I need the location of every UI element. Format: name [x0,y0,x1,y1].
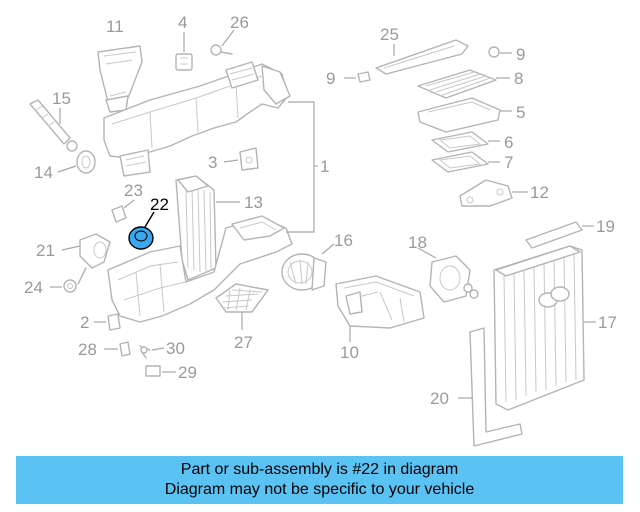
callout-9-left: 9 [326,69,335,88]
callout-17: 17 [598,313,617,332]
callout-18: 18 [408,233,427,252]
part-12-bracket [459,179,528,207]
callout-10: 10 [340,343,359,362]
callout-9-right: 9 [516,45,525,64]
part-23-clip [111,199,135,223]
callout-24: 24 [24,278,43,297]
part-1-housing-upper [103,61,291,177]
parts-diagram: 11 4 26 25 9 9 8 5 15 6 1 14 3 7 12 23 2… [24,13,617,447]
callout-26: 26 [230,13,249,32]
part-14-grommet [57,150,96,174]
callout-12: 12 [530,183,549,202]
part-10-module [335,275,425,342]
callout-28: 28 [78,340,97,359]
callout-7: 7 [504,153,513,172]
callout-29: 29 [178,363,197,382]
callout-13: 13 [244,193,263,212]
callout-6: 6 [504,133,513,152]
part-18-resistor [417,247,479,303]
part-20-bracket [458,327,523,447]
banner-line-part-number: Part or sub-assembly is #22 in diagram [180,461,459,478]
callout-21: 21 [36,241,55,260]
part-6-gasket [431,131,500,153]
part-2-clip [94,313,121,331]
part-11-duct [97,45,143,113]
part-8-filter [417,69,510,99]
part-3-bracket [223,147,259,171]
part-17-heater-core [493,245,596,411]
part-9-clips [344,46,512,83]
part-29-connector [145,365,176,377]
info-banner: Part or sub-assembly is #22 in diagram D… [16,456,623,504]
callout-27: 27 [234,333,253,352]
callout-15: 15 [52,89,71,108]
callout-16: 16 [334,231,353,250]
callout-14: 14 [34,163,53,182]
part-21-actuator [61,233,111,285]
part-19-seal [525,221,594,249]
part-27-grille [215,283,269,330]
part-16-blower [281,243,335,291]
part-30-screw [139,345,165,359]
callout-22-highlighted: 22 [150,195,169,214]
callout-labels: 11 4 26 25 9 9 8 5 15 6 1 14 3 7 12 23 2… [24,13,617,408]
callout-25: 25 [380,25,399,44]
callout-19: 19 [596,217,615,236]
callout-23: 23 [124,181,143,200]
callout-4: 4 [178,13,187,32]
callout-8: 8 [514,69,523,88]
part-7-gasket [431,151,500,173]
part-5-tray [417,97,512,133]
part-25-bar [375,39,469,75]
part-22-highlighted [128,211,155,250]
callout-3: 3 [208,153,217,172]
callout-1: 1 [320,157,329,176]
callout-5: 5 [516,103,525,122]
part-1-leader [286,101,318,233]
part-24-nut [50,279,77,293]
banner-line-disclaimer: Diagram may not be specific to your vehi… [164,481,475,498]
part-4-clip [175,32,193,71]
part-15-sensor [29,99,78,152]
callout-11: 11 [106,17,124,36]
callout-2: 2 [80,313,89,332]
part-1-housing-lower [107,215,293,323]
callout-30: 30 [166,339,185,358]
part-28-clip [104,341,131,357]
callout-20: 20 [430,389,449,408]
part-26-screw [210,29,235,56]
